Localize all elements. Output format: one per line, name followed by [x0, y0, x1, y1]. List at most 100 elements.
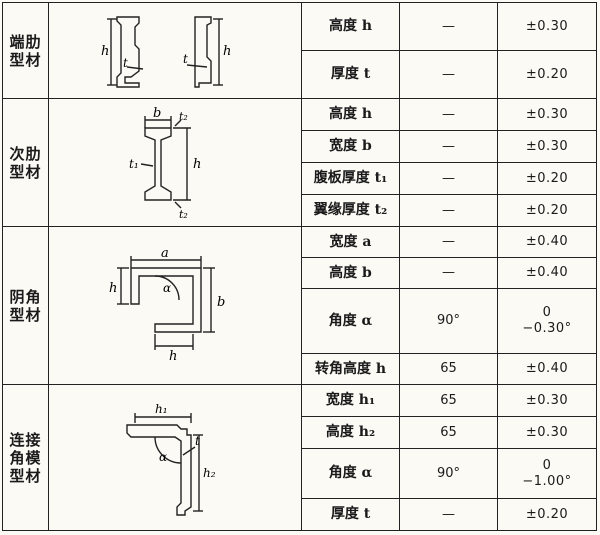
tolerance-value: ±0.40	[497, 226, 597, 258]
param-name: 宽度 b	[301, 130, 400, 163]
label-h: h	[169, 349, 177, 364]
category-label: 次肋 型材	[3, 145, 48, 181]
table-row: 角度 α 90° 0 −1.00°	[3, 448, 597, 499]
label-t2: t₂	[179, 110, 188, 123]
nominal-value: 90°	[399, 448, 498, 499]
param-name: 腹板厚度 t₁	[301, 162, 400, 195]
nominal-value: 65	[399, 384, 498, 417]
secondary-rib-figure: b h t₁ t₂ t₂	[48, 98, 302, 227]
table-row: 阴角 型材	[2, 226, 597, 385]
tolerance-upper: 0	[542, 305, 552, 321]
table-row: 高度 h₂ 65 ±0.30	[3, 416, 597, 449]
nominal-value: —	[399, 498, 498, 531]
table-row: 翼缘厚度 t₂ — ±0.20	[3, 194, 597, 227]
tolerance-value: ±0.20	[497, 50, 597, 99]
param-name: 高度 b	[301, 257, 400, 289]
category-label: 连接 角模 型材	[3, 431, 48, 485]
label-t: t	[195, 434, 200, 448]
category-inside-corner: 阴角 型材	[2, 226, 49, 385]
tolerance-value: ±0.30	[497, 98, 597, 131]
category-line: 角模	[9, 448, 42, 467]
label-t: t	[183, 52, 188, 66]
tolerance-value: ±0.30	[497, 384, 597, 417]
tolerance-value: ±0.30	[497, 2, 597, 51]
table-row: 厚度 t — ±0.20	[3, 498, 597, 531]
category-line: 连接	[9, 430, 42, 449]
label-alpha: α	[159, 450, 167, 464]
param-name: 角度 α	[301, 448, 400, 499]
nominal-value: 65	[399, 353, 498, 385]
tolerance-value: ±0.30	[497, 130, 597, 163]
category-label: 端肋 型材	[3, 33, 48, 69]
category-line: 型材	[9, 466, 42, 485]
param-name: 宽度 a	[301, 226, 400, 258]
nominal-value: —	[399, 2, 498, 51]
category-connecting-corner: 连接 角模 型材	[2, 384, 49, 531]
tolerance-value: ±0.40	[497, 353, 597, 385]
param-name: 角度 α	[301, 288, 400, 354]
nominal-value: —	[399, 162, 498, 195]
inside-corner-diagram: a b h h α	[109, 246, 225, 364]
tolerance-value: 0 −1.00°	[497, 448, 597, 499]
secondary-rib-diagram: b h t₁ t₂ t₂	[129, 106, 201, 221]
label-h1: h₁	[155, 402, 168, 416]
category-line: 次肋	[9, 144, 42, 163]
table-row: 腹板厚度 t₁ — ±0.20	[3, 162, 597, 195]
category-line: 端肋	[9, 32, 42, 51]
label-h: h	[193, 157, 201, 172]
table-row: 连接 角模 型材	[2, 384, 597, 531]
label-h: h	[109, 281, 117, 296]
category-line: 型材	[9, 305, 42, 324]
label-a: a	[161, 246, 169, 261]
label-h2: h₂	[203, 466, 216, 480]
tolerance-value: 0 −0.30°	[497, 288, 597, 354]
category-line: 型材	[9, 50, 42, 69]
nominal-value: —	[399, 130, 498, 163]
table-row: 转角高度 h 65 ±0.40	[3, 353, 597, 385]
tolerance-value: ±0.20	[497, 194, 597, 227]
param-name: 翼缘厚度 t₂	[301, 194, 400, 227]
nominal-value: —	[399, 98, 498, 131]
label-t: t	[123, 56, 128, 70]
category-secondary-rib: 次肋 型材	[2, 98, 49, 227]
category-line: 型材	[9, 162, 42, 181]
label-h: h	[223, 44, 231, 59]
nominal-value: 90°	[399, 288, 498, 354]
nominal-value: —	[399, 257, 498, 289]
connecting-corner-diagram: h₁ h₂ α t	[126, 402, 216, 516]
tolerance-value: ±0.20	[497, 498, 597, 531]
category-label: 阴角 型材	[3, 288, 48, 324]
param-name: 宽度 h₁	[301, 384, 400, 417]
connecting-corner-figure: h₁ h₂ α t	[48, 384, 302, 531]
label-h: h	[101, 44, 109, 59]
nominal-value: —	[399, 226, 498, 258]
nominal-value: 65	[399, 416, 498, 449]
tolerance-upper: 0	[542, 457, 552, 473]
param-name: 厚度 t	[301, 50, 400, 99]
label-b: b	[217, 295, 225, 310]
inside-corner-figure: a b h h α	[48, 226, 302, 385]
table-row: 角度 α 90° 0 −0.30°	[3, 288, 597, 354]
table-row: 厚度 t — ±0.20	[3, 50, 597, 99]
end-rib-diagram: h t h t	[101, 15, 231, 88]
label-t2: t₂	[179, 208, 188, 221]
category-end-rib: 端肋 型材	[2, 2, 49, 99]
table-row: 次肋 型材	[2, 98, 597, 227]
label-t1: t₁	[129, 157, 139, 171]
tolerance-lower: −0.30°	[522, 321, 572, 336]
table-row: 高度 b — ±0.40	[3, 257, 597, 289]
category-line: 阴角	[9, 287, 42, 306]
param-name: 厚度 t	[301, 498, 400, 531]
param-name: 高度 h₂	[301, 416, 400, 449]
param-name: 高度 h	[301, 98, 400, 131]
nominal-value: —	[399, 194, 498, 227]
end-rib-figure: h t h t	[48, 2, 302, 99]
tolerance-lower: −1.00°	[522, 473, 572, 489]
param-name: 高度 h	[301, 2, 400, 51]
tolerance-value: ±0.20	[497, 162, 597, 195]
param-name: 转角高度 h	[301, 353, 400, 385]
label-alpha: α	[163, 281, 171, 295]
nominal-value: —	[399, 50, 498, 99]
table-row: 端肋 型材	[2, 2, 597, 99]
